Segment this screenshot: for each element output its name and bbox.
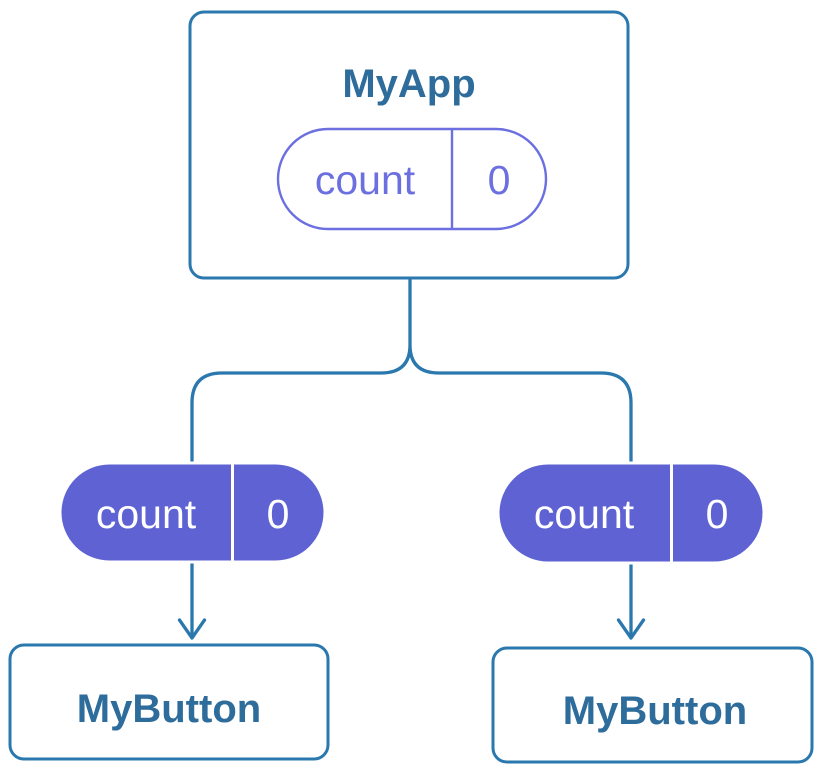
tree-branch-connector	[190, 276, 633, 466]
arrow-left-head-icon	[177, 618, 207, 640]
mybutton-left-state-name: count	[96, 491, 197, 537]
myapp-label: MyApp	[342, 62, 475, 106]
myapp-state-name: count	[315, 157, 416, 203]
mybutton-left-box	[8, 643, 330, 761]
arrow-right	[616, 557, 646, 640]
mybutton-left-pill-shape	[58, 461, 327, 564]
mybutton-left-state-pill: count 0	[58, 461, 327, 564]
mybutton-left-state-value: 0	[267, 491, 290, 537]
mybutton-right-state-name: count	[534, 491, 635, 537]
myapp-state-pill-shape	[276, 127, 548, 231]
mybutton-right-state-pill: count 0	[496, 461, 766, 565]
mybutton-right-label: MyButton	[563, 689, 747, 733]
mybutton-right-box	[491, 646, 814, 764]
myapp-state-value: 0	[488, 157, 511, 203]
arrow-right-head-icon	[616, 618, 646, 640]
mybutton-left-node: MyButton	[8, 643, 330, 761]
mybutton-left-label: MyButton	[77, 687, 261, 731]
myapp-state-pill: count 0	[276, 127, 548, 231]
myapp-node: MyApp count 0	[188, 10, 630, 280]
mybutton-right-pill-shape	[496, 461, 766, 565]
mybutton-right-state-value: 0	[706, 491, 729, 537]
mybutton-right-node: MyButton	[491, 646, 814, 764]
arrow-left	[177, 557, 207, 640]
